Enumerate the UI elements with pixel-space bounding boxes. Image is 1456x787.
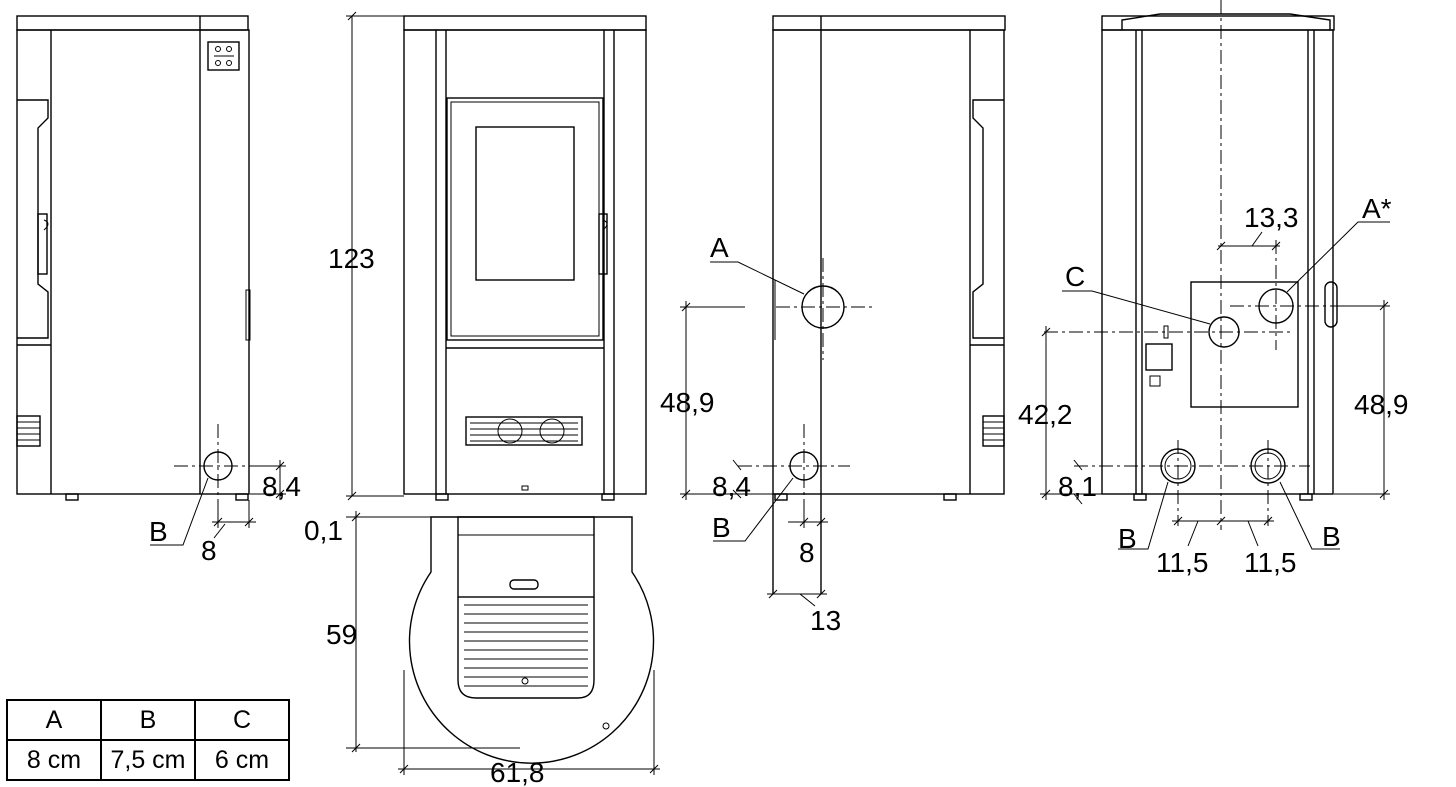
table-header-a: A [6,699,102,741]
dim-rear-b-offset: 8 [799,537,815,568]
dim-back-b-spacing-left: 11,5 [1156,547,1208,578]
table-header-c: C [194,699,290,741]
dim-rear-b-height: 8,4 [712,471,751,502]
label-rear-b: B [712,512,731,543]
dim-depth: 59 [326,619,357,650]
label-back-b-right: B [1322,521,1341,552]
dim-back-c-height: 42,2 [1018,399,1073,430]
dim-side-b-depth: 8 [201,535,217,566]
label-back-a-star: A* [1362,193,1392,224]
table-value-a: 8 cm [6,739,102,781]
front-view: 123 [328,11,647,501]
dim-side-b-height: 8,4 [262,471,301,502]
dim-back-b-spacing-right: 11,5 [1244,547,1296,578]
label-back-b-left: B [1118,523,1137,554]
label-back-c: C [1065,261,1085,292]
label-side-b: B [149,516,168,547]
dim-rear-panel-width: 13 [810,605,841,636]
table-header-b: B [100,699,196,741]
dim-base-offset: 0,1 [304,515,343,546]
dim-rear-a-height: 48,9 [660,387,715,418]
top-view: 0,1 59 61,8 [304,511,660,787]
side-view: B 8,4 8 [16,15,301,566]
dim-back-b-height: 8,1 [1058,471,1097,502]
dim-back-a-c-spacing: 13,3 [1244,202,1299,233]
label-rear-a: A [710,232,729,263]
table-value-c: 6 cm [194,739,290,781]
rear-side-view: A B 48,9 8,4 8 13 [660,15,1006,636]
dim-width-base: 61,8 [490,757,545,787]
outlet-size-table: A B C 8 cm 7,5 cm 6 cm [6,699,290,781]
back-view: C A* 13,3 B B 11,5 11,5 [1018,0,1409,578]
dim-back-a-star-height: 48,9 [1354,389,1409,420]
table-value-b: 7,5 cm [100,739,196,781]
dim-height-total: 123 [328,243,375,274]
